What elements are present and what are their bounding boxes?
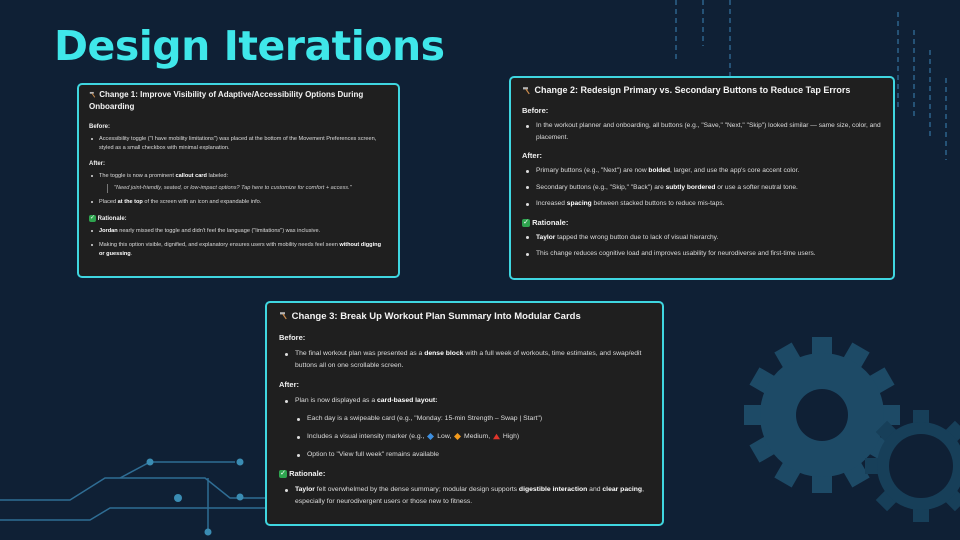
rationale-list: Taylor tapped the wrong button due to la… <box>522 232 881 260</box>
before-list: The final workout plan was presented as … <box>279 348 650 372</box>
rationale-heading: ✓ Rationale: <box>522 217 569 227</box>
list-item: The final workout plan was presented as … <box>279 348 650 372</box>
before-heading: Before: <box>89 124 111 130</box>
list-item: Secondary buttons (e.g., "Skip," "Back")… <box>522 182 881 194</box>
callout-quote: "Need joint-friendly, seated, or low-imp… <box>107 184 388 193</box>
list-item: The toggle is now a prominent callout ca… <box>89 172 388 193</box>
list-item: Taylor felt overwhelmed by the dense sum… <box>279 484 650 508</box>
list-item: Making this option visible, dignified, a… <box>89 241 388 259</box>
hammer-icon <box>523 86 530 94</box>
orange-diamond-icon <box>454 432 462 440</box>
rationale-list: Jordan nearly missed the toggle and didn… <box>89 227 388 259</box>
check-mark-icon: ✓ <box>89 215 96 222</box>
list-item: This change reduces cognitive load and i… <box>522 248 881 260</box>
change-2-title: Change 2: Redesign Primary vs. Secondary… <box>522 83 881 97</box>
red-triangle-icon <box>492 433 500 440</box>
change-2-card: Change 2: Redesign Primary vs. Secondary… <box>511 78 893 278</box>
list-item: Taylor tapped the wrong button due to la… <box>522 232 881 244</box>
circuit-nodes <box>146 458 244 536</box>
gear-icon <box>865 410 960 522</box>
rationale-heading: ✓ Rationale: <box>279 469 326 479</box>
rationale-heading: ✓ Rationale: <box>89 215 127 223</box>
before-heading: Before: <box>279 333 306 342</box>
hammer-icon <box>89 91 96 98</box>
after-list: Primary buttons (e.g., "Next") are now b… <box>522 165 881 210</box>
blue-diamond-icon <box>427 432 435 440</box>
after-heading: After: <box>279 380 299 389</box>
list-item: Placed at the top of the screen with an … <box>89 198 388 207</box>
list-item: Each day is a swipeable card (e.g., "Mon… <box>291 413 650 425</box>
list-item: Primary buttons (e.g., "Next") are now b… <box>522 165 881 177</box>
before-list: In the workout planner and onboarding, a… <box>522 120 881 143</box>
rationale-list: Taylor felt overwhelmed by the dense sum… <box>279 484 650 508</box>
circuit-lines <box>0 461 267 530</box>
before-heading: Before: <box>522 106 549 115</box>
before-list: Accessibility toggle ("I have mobility l… <box>89 135 388 153</box>
after-heading: After: <box>89 161 105 167</box>
change-1-card: Change 1: Improve Visibility of Adaptive… <box>79 85 398 276</box>
change-3-title: Change 3: Break Up Workout Plan Summary … <box>279 309 650 324</box>
list-item: Accessibility toggle ("I have mobility l… <box>89 135 388 153</box>
change-3-card: Change 3: Break Up Workout Plan Summary … <box>267 303 662 524</box>
after-heading: After: <box>522 151 542 160</box>
hammer-icon <box>280 312 287 320</box>
after-list: Plan is now displayed as a card-based la… <box>279 395 650 407</box>
list-item: In the workout planner and onboarding, a… <box>522 120 881 143</box>
dashed-lines <box>675 0 947 160</box>
after-list: The toggle is now a prominent callout ca… <box>89 172 388 207</box>
list-item: Jordan nearly missed the toggle and didn… <box>89 227 388 236</box>
list-item: Includes a visual intensity marker (e.g.… <box>291 431 650 443</box>
list-item: Plan is now displayed as a card-based la… <box>279 395 650 407</box>
gear-icon <box>744 337 900 493</box>
change-1-title: Change 1: Improve Visibility of Adaptive… <box>89 90 364 111</box>
check-mark-icon: ✓ <box>279 470 287 479</box>
list-item: Increased spacing between stacked button… <box>522 198 881 210</box>
after-sub-list: Each day is a swipeable card (e.g., "Mon… <box>279 413 650 461</box>
check-mark-icon: ✓ <box>522 218 530 227</box>
slide-title: Design Iterations <box>54 22 445 70</box>
list-item: Option to "View full week" remains avail… <box>291 449 650 461</box>
